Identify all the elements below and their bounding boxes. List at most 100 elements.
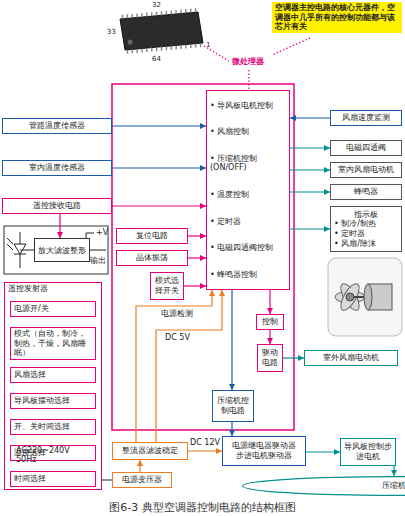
connector xyxy=(290,228,330,229)
node-text: • 电磁四通阀控制 xyxy=(210,243,286,253)
input-box: 模式选择开关 xyxy=(150,272,184,300)
node-text: 驱动电路 xyxy=(261,348,279,367)
node-text: 管路温度传感器 xyxy=(6,121,108,131)
chip-pin xyxy=(161,47,163,51)
node-text: 风扇选择 xyxy=(14,370,92,380)
chip-pin xyxy=(132,49,134,53)
node-text: 电源继电器驱动器 xyxy=(226,441,302,451)
connector xyxy=(393,466,394,476)
light-ray xyxy=(7,238,13,244)
chip-pin xyxy=(185,45,187,49)
ellipse-outline xyxy=(242,476,405,496)
node-text: 控制 xyxy=(260,317,280,327)
signal-name: +V xyxy=(96,228,108,237)
remote-item: 时间选择 xyxy=(10,471,96,487)
node-text: 蜂鸣器 xyxy=(334,187,398,197)
node-text: 室内温度传感器 xyxy=(6,163,108,173)
pin-number: 64 xyxy=(152,55,161,63)
chip-pin xyxy=(180,10,182,14)
edge-label: DC 12V xyxy=(189,438,221,447)
connector xyxy=(290,147,330,148)
chip-pin xyxy=(146,48,148,52)
compressor-circle: 压缩机 xyxy=(242,476,405,496)
chip-pins xyxy=(122,8,200,54)
remote-item: 电源开/关 xyxy=(10,301,96,317)
power-box: 电源变压器 xyxy=(112,472,172,488)
remote-item: 模式（自动，制冷，制热，干燥，风扇睡眠） xyxy=(10,327,96,360)
connector xyxy=(306,451,340,452)
chip-pin xyxy=(185,9,187,13)
supply-rating: AC220~240V 50Hz xyxy=(16,446,78,464)
ellipse-outline xyxy=(243,477,405,496)
chip-pin xyxy=(170,10,172,14)
connector xyxy=(231,422,232,436)
chip-pin xyxy=(127,50,129,54)
chip-pin xyxy=(122,15,124,19)
chip-pin xyxy=(195,8,197,12)
chip-pin xyxy=(151,12,153,16)
node-text: 开、关时间选择 xyxy=(14,422,92,432)
edge-label: 电源检测 xyxy=(160,309,194,318)
process-box: 控制 xyxy=(256,314,284,330)
photodiode-symbol xyxy=(14,244,26,254)
leader-line xyxy=(248,70,249,89)
node-text: • 制冷/制热 xyxy=(334,219,398,229)
wire xyxy=(20,254,21,268)
indicator-box: 指示板• 制冷/制热• 定时器• 风扇/除沫 xyxy=(330,206,402,252)
chip-pin xyxy=(180,45,182,49)
connector xyxy=(231,290,232,390)
connector xyxy=(290,191,330,192)
chip-pin xyxy=(131,14,133,18)
pin-number: 1 xyxy=(206,41,210,49)
connector xyxy=(188,235,206,236)
process-box: 压缩机控制电路 xyxy=(212,390,254,422)
chip-pin xyxy=(166,46,168,50)
output-box: 蜂鸣器 xyxy=(330,184,402,200)
node-text: 整流器滤波稳定 xyxy=(116,446,184,456)
connector xyxy=(136,290,212,442)
node-text: • 定时器 xyxy=(334,229,398,239)
fan-picture-frame xyxy=(328,258,402,336)
output-box: 室外风扇电动机 xyxy=(304,350,398,366)
wire xyxy=(20,250,34,251)
node-text: • 风扇控制 xyxy=(210,127,286,137)
chip-pin xyxy=(190,9,192,13)
node-text: 步进电机驱动器 xyxy=(226,451,302,461)
node-text: • 压缩机控制(ON/OFF) xyxy=(210,154,286,173)
chip-pin xyxy=(146,13,148,17)
node-text: 压缩机控制电路 xyxy=(216,396,250,415)
main-board-frame xyxy=(112,84,294,430)
chip-notch xyxy=(128,40,133,45)
connector xyxy=(283,357,304,358)
connector xyxy=(188,450,222,451)
amplifier-box: 放大滤波整形 xyxy=(34,238,90,262)
connector xyxy=(290,117,330,118)
chip-body xyxy=(120,12,203,50)
node-text: 压缩机 xyxy=(245,481,405,491)
connector xyxy=(188,257,206,258)
node-text: • 风扇/除沫 xyxy=(334,239,398,249)
chip-pin xyxy=(195,44,197,48)
figure-caption: 图6-3 典型空调器控制电路的结构框图 xyxy=(0,500,405,515)
node-text: 空调器主控电路的核心元器件，空调器中几乎所有的控制功能都与该芯片有关 xyxy=(275,3,399,32)
input-box: 风扇速度监测 xyxy=(330,110,402,126)
output-box: 室内风扇电动机 xyxy=(330,162,402,178)
input-box: 晶体振荡 xyxy=(116,250,188,266)
chip-label: 微处理器 xyxy=(232,57,264,66)
chip-pin xyxy=(141,48,143,52)
power-box: 整流器滤波稳定 xyxy=(112,442,188,460)
output-box: 导风板控制步进电机 xyxy=(340,438,396,466)
motor-end xyxy=(364,284,372,310)
node-text: 复位电路 xyxy=(120,231,184,241)
connector xyxy=(59,214,60,238)
wire xyxy=(90,250,106,251)
chip-pin xyxy=(166,11,168,15)
connector xyxy=(112,125,206,126)
connector xyxy=(112,167,206,168)
node-text: 室内风扇电动机 xyxy=(334,165,398,175)
sensor-box: 室内温度传感器 xyxy=(2,160,112,176)
chip-pin xyxy=(175,45,177,49)
connector xyxy=(139,460,140,472)
node-text: 室外风扇电动机 xyxy=(308,353,394,363)
remote-item: 导风板摆动选择 xyxy=(10,393,96,409)
